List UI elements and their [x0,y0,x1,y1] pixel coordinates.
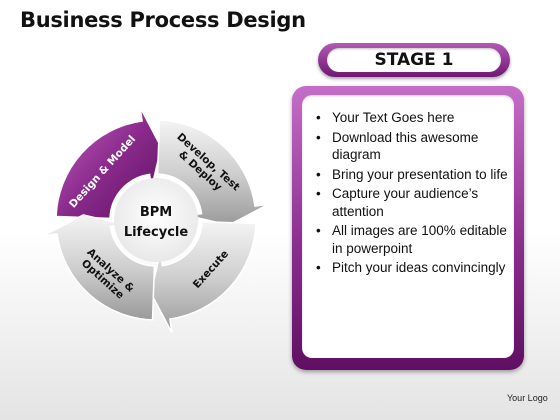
bullet-list: • Your Text Goes here • Download this awes… [312,109,510,279]
bullet-text: All images are 100% editable in powerpoi… [332,223,507,256]
bullet-item: • Capture your audience’s attention [312,185,510,220]
bullet-dot: • [316,186,321,201]
stage-pill: STAGE 1 [318,43,510,77]
stage-label: STAGE 1 [374,50,454,70]
bullet-text: Pitch your ideas convincingly [332,260,506,275]
bullet-item: • Pitch your ideas convincingly [312,259,510,277]
bullet-text: Bring your presentation to life [332,166,508,182]
bullet-dot: • [316,223,321,238]
bullet-item: • Bring your presentation to life [312,166,510,184]
stage-pill-inner: STAGE 1 [327,48,501,72]
bullet-text: Capture your audience’s attention [332,186,479,219]
text-panel-inner: • Your Text Goes here • Download this awes… [302,95,514,358]
page-title: Business Process Design [20,8,306,32]
text-panel: • Your Text Goes here • Download this awes… [292,86,524,370]
bullet-dot: • [316,260,321,275]
cycle-arrow-analyze-optimize [42,214,156,321]
cycle-center [114,178,198,262]
bullet-text: Your Text Goes here [332,110,455,125]
cycle-center-line2: Lifecycle [124,225,189,240]
cycle-center-line1: BPM [140,205,172,220]
cycle-arrow-design-model [55,106,162,220]
bullet-item: • Your Text Goes here [312,109,510,127]
cycle-arrow-develop-test-deploy [156,119,270,226]
cycle-arrow-execute [150,220,257,334]
bullet-dot: • [316,110,321,125]
bullet-item: • Download this awesome diagram [312,129,510,164]
logo-text: Your Logo [507,393,548,403]
bullet-dot: • [316,166,321,182]
bullet-dot: • [316,129,321,145]
bullet-text: Download this awesome diagram [332,129,479,163]
bullet-item: • All images are 100% editable in powerpo… [312,222,510,257]
